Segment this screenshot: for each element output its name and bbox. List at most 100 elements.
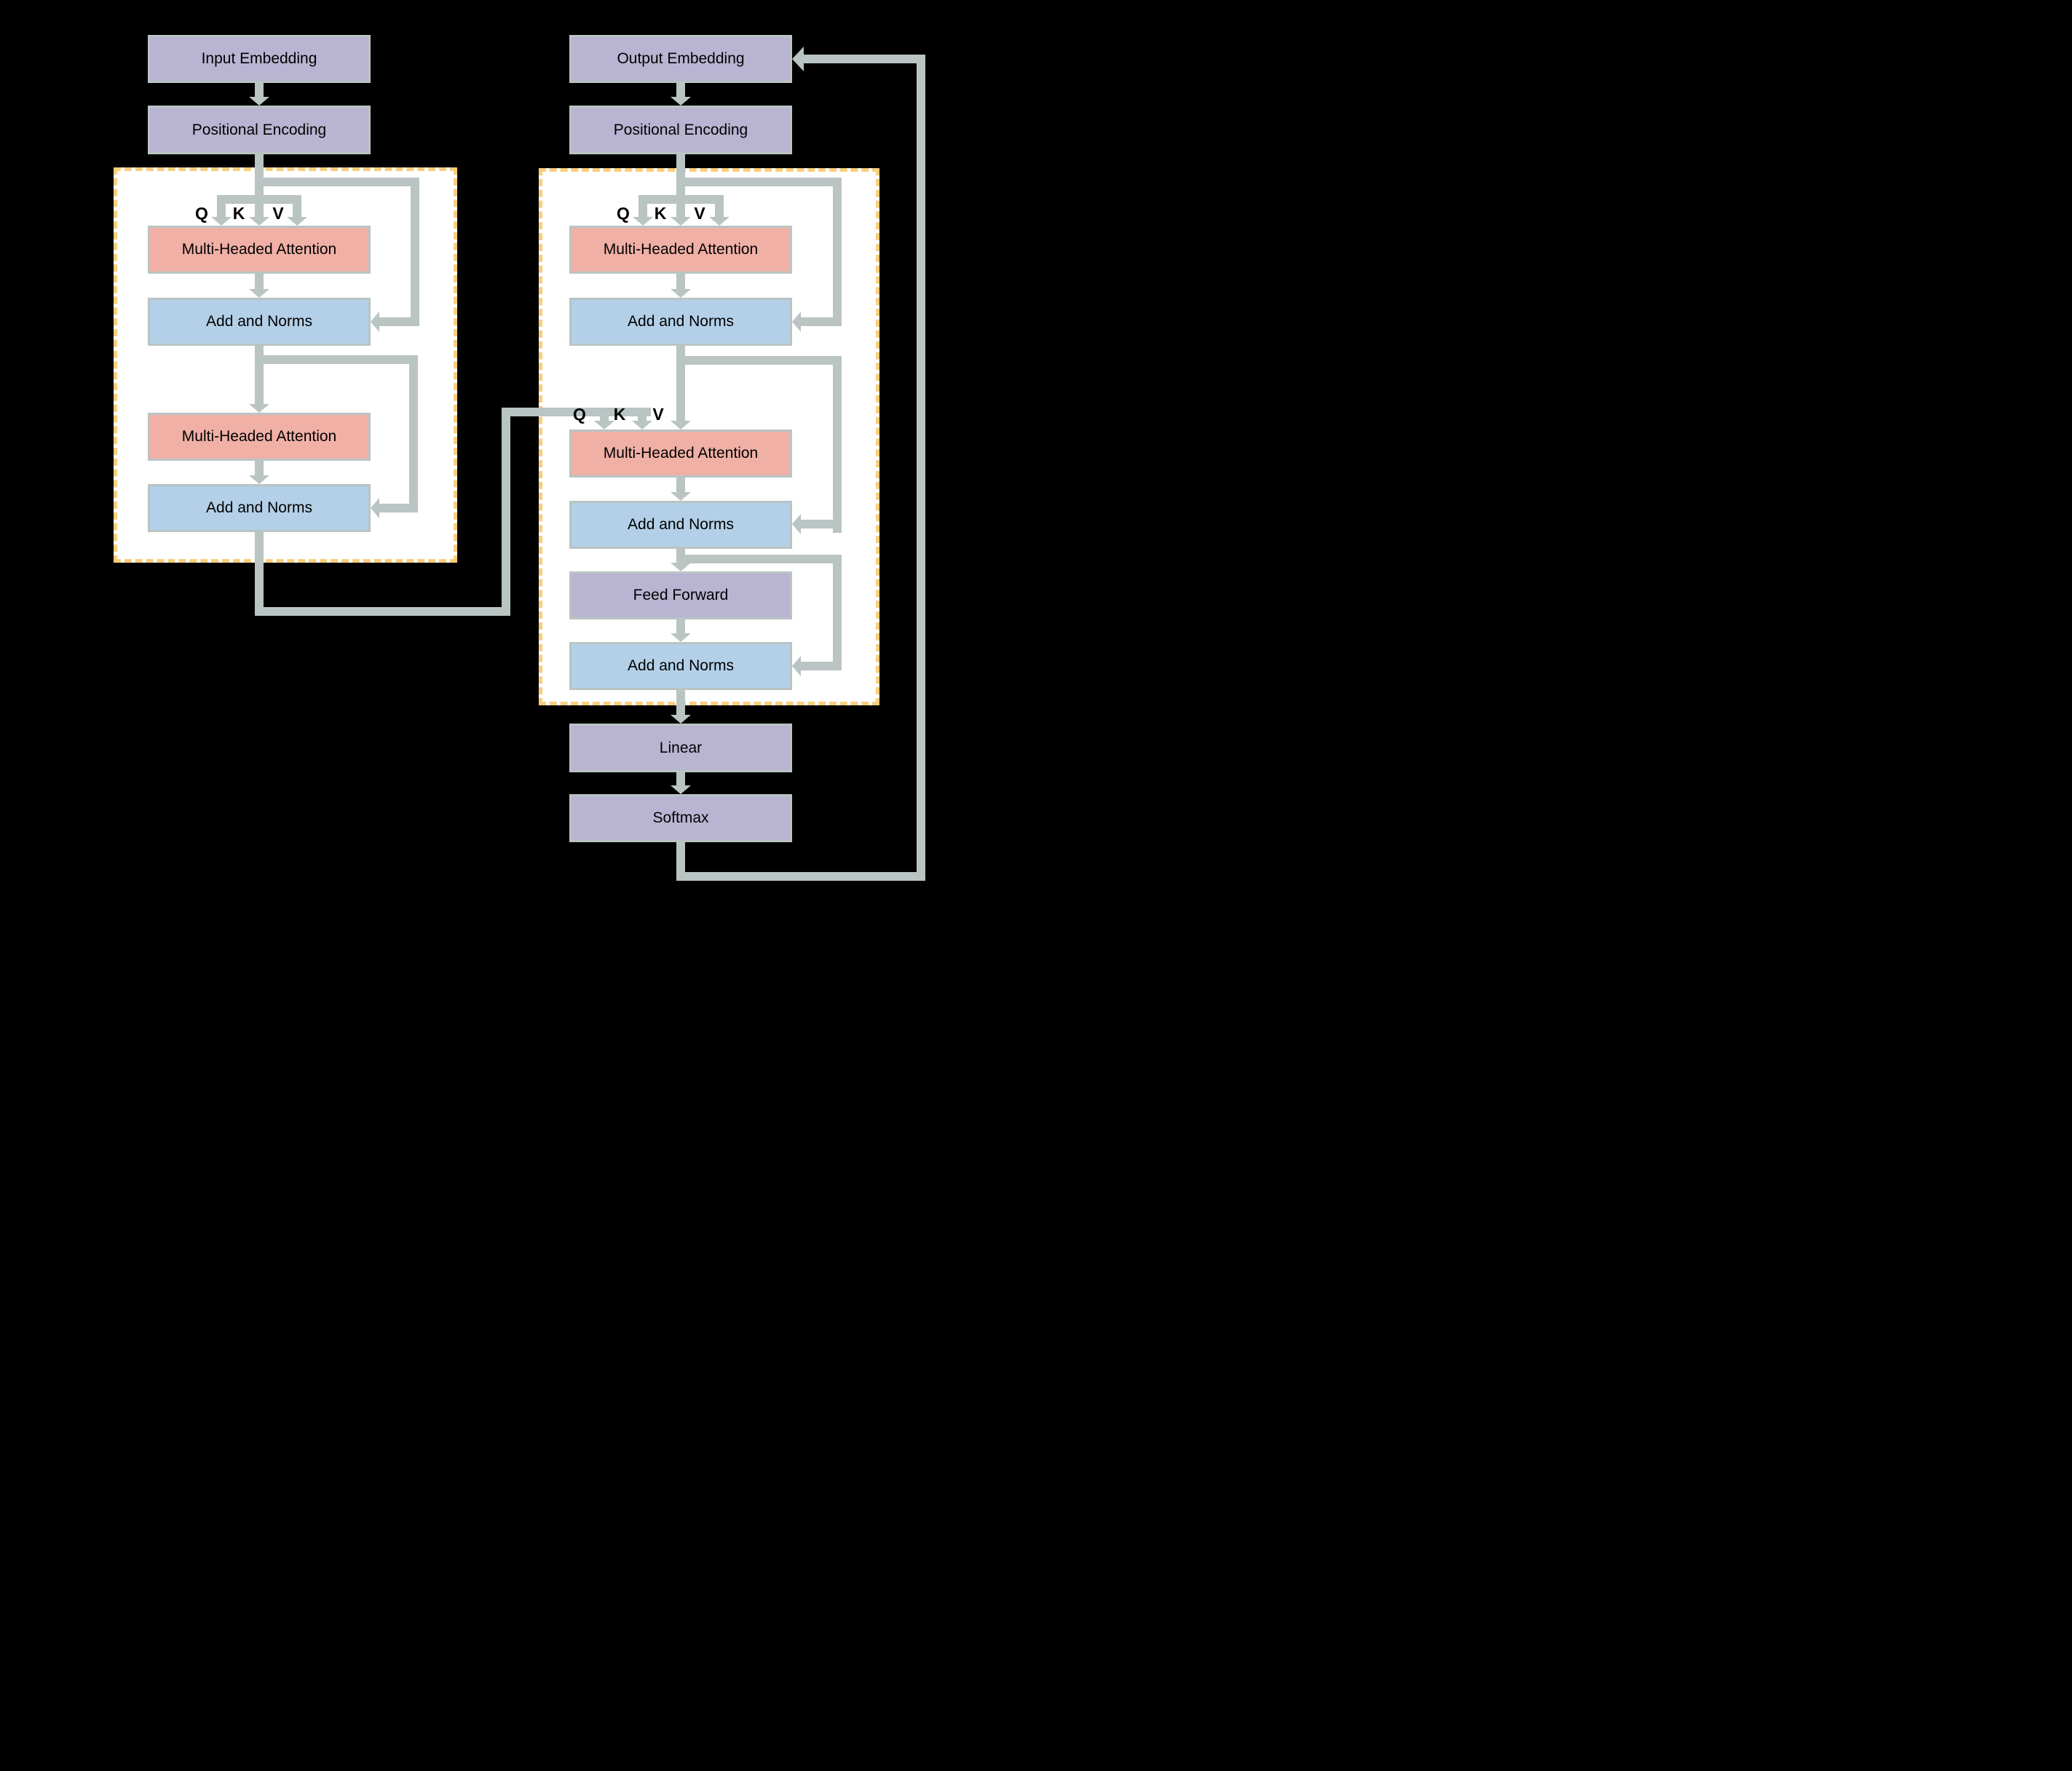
softmax-box: Softmax (569, 794, 792, 842)
decoder-addnorm3-box: Add and Norms (569, 642, 792, 690)
linear-box: Linear (569, 724, 792, 772)
encoder-v-label: V (272, 204, 284, 223)
decoder-residual2-line-h (681, 356, 842, 365)
cross-q-line (600, 416, 609, 422)
encoder-v-arrowhead-icon (287, 217, 307, 226)
feedback-line-top (804, 55, 925, 63)
decoder-addnorm3-to-linear-arrowhead-icon (671, 715, 691, 724)
encoder-addnorm2-label: Add and Norms (206, 499, 312, 516)
softmax-output-line-down (676, 842, 685, 881)
decoder-residual2-line-v (833, 356, 842, 533)
decoder-addnorm1-label: Add and Norms (628, 313, 734, 330)
encoder-positional-encoding-box: Positional Encoding (148, 106, 371, 154)
encoder-embed-to-posenc-line (255, 83, 264, 97)
linear-to-softmax-line (676, 772, 685, 785)
feedback-line-right (917, 55, 925, 881)
encoder-qkv-split-bar (217, 195, 301, 204)
encoder-residual2-line-v (409, 355, 418, 512)
feedback-arrowhead-icon (792, 47, 804, 71)
encoder-output-line-to-decoder (502, 408, 651, 416)
decoder-cross-v-label: V (652, 405, 664, 424)
decoder-mha2-to-addnorm2-arrowhead-icon (671, 492, 691, 501)
cross-v-arrowhead-icon (671, 421, 691, 429)
encoder-attention1-label: Multi-Headed Attention (181, 241, 337, 258)
cross-q-arrowhead-icon (594, 421, 614, 429)
decoder-mha2-to-addnorm2-line (676, 478, 685, 492)
encoder-addnorm1-box: Add and Norms (148, 298, 371, 346)
decoder-addnorm3-to-linear-line (676, 690, 685, 715)
encoder-residual2-arrowhead-icon (371, 498, 379, 518)
decoder-cross-q-label: Q (573, 405, 586, 424)
decoder-attention1-box: Multi-Headed Attention (569, 226, 792, 274)
decoder-self-v-label: V (694, 204, 705, 223)
decoder-k-arrowhead-icon (671, 217, 691, 226)
encoder-input-embedding-box: Input Embedding (148, 35, 371, 83)
encoder-addnorm1-label: Add and Norms (206, 313, 312, 330)
encoder-residual1-line-v (411, 178, 419, 326)
decoder-self-q-label: Q (617, 204, 630, 223)
decoder-mha1-to-addnorm1-line (676, 274, 685, 290)
encoder-residual1-line-h (259, 178, 419, 186)
encoder-v-line (293, 204, 301, 218)
encoder-attention2-label: Multi-Headed Attention (181, 428, 337, 445)
encoder-q-line (217, 204, 226, 218)
transformer-architecture-diagram: Input Embedding Positional Encoding Mult… (0, 0, 1036, 886)
encoder-input-embedding-label: Input Embedding (201, 50, 317, 67)
encoder-k-label: K (232, 204, 245, 223)
decoder-addnorm3-label: Add and Norms (628, 657, 734, 674)
decoder-embed-to-posenc-arrowhead-icon (671, 97, 691, 106)
cross-k-arrowhead-icon (632, 421, 652, 429)
decoder-mha1-to-addnorm1-arrowhead-icon (671, 289, 691, 298)
decoder-residual1-arrowhead-icon (792, 312, 801, 332)
decoder-residual1-line-in (801, 317, 837, 326)
decoder-feed-forward-box: Feed Forward (569, 571, 792, 619)
encoder-attention2-box: Multi-Headed Attention (148, 413, 371, 461)
decoder-residual3-line-in (801, 662, 837, 670)
encoder-addnorm1-to-mha2-arrowhead-icon (249, 404, 269, 413)
encoder-embed-to-posenc-arrowhead-icon (249, 97, 269, 106)
decoder-q-arrowhead-icon (633, 217, 653, 226)
decoder-residual2-arrowhead-icon (792, 514, 801, 534)
decoder-q-line (638, 204, 647, 218)
encoder-q-label: Q (195, 204, 208, 223)
decoder-attention1-label: Multi-Headed Attention (603, 241, 759, 258)
decoder-addnorm2-box: Add and Norms (569, 501, 792, 549)
decoder-residual3-line-v (833, 555, 842, 670)
decoder-addnorm1-box: Add and Norms (569, 298, 792, 346)
encoder-residual1-line-in (379, 317, 415, 326)
encoder-mha2-to-addnorm2-line (255, 461, 264, 475)
decoder-embed-to-posenc-line (676, 83, 685, 97)
encoder-main-line-top (255, 154, 264, 218)
decoder-v-arrowhead-icon (709, 217, 729, 226)
encoder-output-line-across (255, 607, 510, 616)
cross-k-line (638, 416, 646, 422)
encoder-output-line-up (502, 408, 510, 616)
encoder-k-arrowhead-icon (249, 217, 269, 226)
decoder-feed-forward-label: Feed Forward (633, 587, 729, 603)
decoder-addnorm2-to-ff-arrowhead-icon (671, 563, 691, 571)
encoder-attention1-box: Multi-Headed Attention (148, 226, 371, 274)
encoder-mha1-to-addnorm1-arrowhead-icon (249, 289, 269, 298)
decoder-v-line (715, 204, 724, 218)
decoder-positional-encoding-box: Positional Encoding (569, 106, 792, 154)
decoder-residual3-arrowhead-icon (792, 656, 801, 676)
softmax-label: Softmax (652, 809, 709, 826)
encoder-residual1-arrowhead-icon (371, 312, 379, 332)
decoder-cross-k-label: K (613, 405, 626, 424)
encoder-mha2-to-addnorm2-arrowhead-icon (249, 475, 269, 484)
feedback-line-bottom (676, 872, 925, 881)
encoder-positional-encoding-label: Positional Encoding (191, 121, 327, 138)
decoder-ff-to-addnorm3-line (676, 619, 685, 635)
linear-label: Linear (659, 739, 703, 756)
decoder-residual1-line-h (681, 178, 842, 186)
encoder-output-line-down (255, 532, 264, 616)
encoder-q-arrowhead-icon (211, 217, 232, 226)
decoder-output-embedding-box: Output Embedding (569, 35, 792, 83)
decoder-ff-to-addnorm3-arrowhead-icon (671, 633, 691, 642)
decoder-qkv-split-bar (638, 195, 724, 204)
decoder-addnorm2-label: Add and Norms (628, 516, 734, 533)
encoder-residual2-line-h (259, 355, 418, 364)
decoder-output-embedding-label: Output Embedding (617, 50, 745, 67)
decoder-main-line-top (676, 154, 685, 218)
encoder-addnorm1-to-mha2-line (255, 346, 264, 404)
